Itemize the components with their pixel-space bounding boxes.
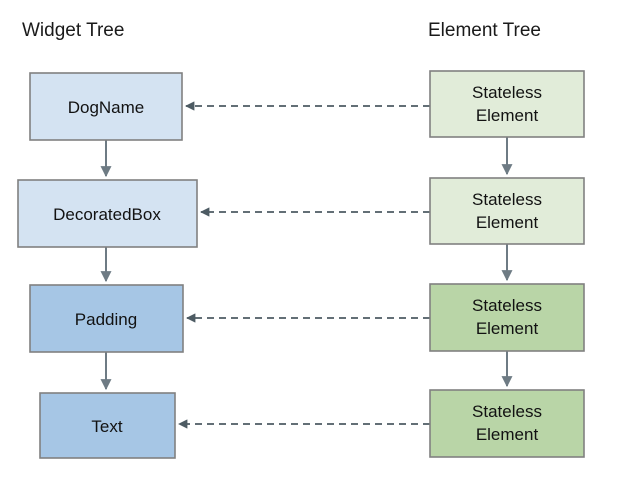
widget-node-padding[interactable]: Padding	[29, 284, 184, 353]
element-node-2[interactable]: Stateless Element	[429, 177, 585, 245]
element-tree-title: Element Tree	[428, 20, 541, 41]
element-node-2-label-line2: Element	[476, 213, 539, 232]
widget-node-decoratedbox[interactable]: DecoratedBox	[17, 179, 198, 248]
element-node-1-label-line2: Element	[476, 106, 539, 125]
element-node-2-label-line1: Stateless	[472, 190, 542, 209]
widget-node-text[interactable]: Text	[39, 392, 176, 459]
element-node-4[interactable]: Stateless Element	[429, 389, 585, 458]
element-node-4-label-line2: Element	[476, 425, 539, 444]
widget-node-dogname-label: DogName	[68, 98, 145, 117]
element-node-3[interactable]: Stateless Element	[429, 283, 585, 352]
element-node-3-label-line1: Stateless	[472, 296, 542, 315]
element-node-3-box[interactable]	[429, 283, 585, 352]
element-node-2-box[interactable]	[429, 177, 585, 245]
widget-tree-nodes: DogName DecoratedBox Padding Text	[17, 72, 198, 459]
element-node-1[interactable]: Stateless Element	[429, 70, 585, 138]
element-node-4-label-line1: Stateless	[472, 402, 542, 421]
widget-node-decoratedbox-box[interactable]	[17, 179, 198, 248]
widget-tree-title: Widget Tree	[22, 20, 124, 41]
widget-node-decoratedbox-label: DecoratedBox	[53, 205, 161, 224]
widget-node-padding-label: Padding	[75, 310, 137, 329]
element-tree-nodes: Stateless Element Stateless Element Stat…	[429, 70, 585, 458]
element-node-1-label-line1: Stateless	[472, 83, 542, 102]
widget-node-padding-box[interactable]	[29, 284, 184, 353]
widget-node-dogname-box[interactable]	[29, 72, 183, 141]
element-to-widget-links	[178, 101, 430, 429]
widget-node-dogname[interactable]: DogName	[29, 72, 183, 141]
element-node-4-box[interactable]	[429, 389, 585, 458]
element-node-1-box[interactable]	[429, 70, 585, 138]
widget-node-text-label: Text	[91, 417, 122, 436]
widget-node-text-box[interactable]	[39, 392, 176, 459]
element-node-3-label-line2: Element	[476, 319, 539, 338]
